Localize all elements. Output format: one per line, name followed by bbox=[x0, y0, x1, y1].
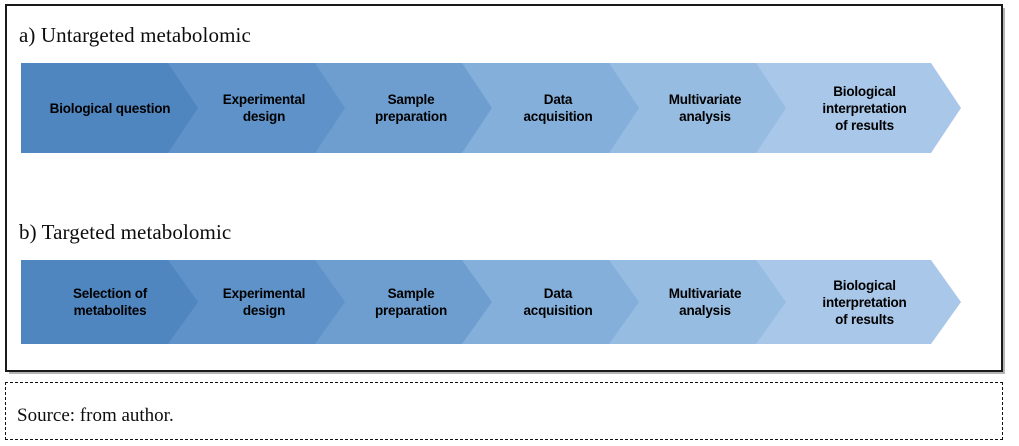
panel-a-pipeline: Biological question Experimental design … bbox=[16, 63, 961, 153]
panel-b-step-4: Data acquisition bbox=[462, 260, 642, 344]
panel-b-pipeline: Selection of metabolites Experimental de… bbox=[16, 260, 961, 344]
panel-a-step-4: Data acquisition bbox=[462, 63, 642, 153]
panel-a-step-6-label: Biological interpretation of results bbox=[822, 83, 907, 133]
figure-border-box: a) Untargeted metabolomic Biological que… bbox=[5, 4, 1003, 372]
panel-a-step-1-label: Biological question bbox=[49, 100, 171, 116]
panel-b-step-4-label: Data acquisition bbox=[523, 286, 593, 318]
panel-b-step-2-label: Experimental design bbox=[222, 286, 306, 318]
panel-a-step-3: Sample preparation bbox=[315, 63, 495, 153]
panel-a-step-6: Biological interpretation of results bbox=[756, 63, 961, 153]
panel-a-step-3-label: Sample preparation bbox=[374, 92, 448, 124]
panel-b-step-6: Biological interpretation of results bbox=[756, 260, 961, 344]
panel-b-step-2: Experimental design bbox=[168, 260, 348, 344]
panel-b-step-3-label: Sample preparation bbox=[374, 286, 448, 318]
panel-b-step-6-label: Biological interpretation of results bbox=[822, 277, 907, 327]
panel-b-step-3: Sample preparation bbox=[315, 260, 495, 344]
panel-b-step-1-label: Selection of metabolites bbox=[72, 286, 148, 318]
source-caption-box: Source: from author. bbox=[5, 382, 1003, 440]
source-caption-text: Source: from author. bbox=[17, 405, 174, 426]
panel-b-step-5-label: Multivariate analysis bbox=[668, 286, 742, 318]
panel-a-step-2: Experimental design bbox=[168, 63, 348, 153]
panel-a-step-1: Biological question bbox=[21, 63, 201, 153]
panel-b-step-1: Selection of metabolites bbox=[21, 260, 201, 344]
panel-a-title: a) Untargeted metabolomic bbox=[19, 23, 251, 47]
panel-a-step-5: Multivariate analysis bbox=[609, 63, 789, 153]
panel-b-title: b) Targeted metabolomic bbox=[19, 220, 232, 244]
panel-b-step-5: Multivariate analysis bbox=[609, 260, 789, 344]
panel-a-step-2-label: Experimental design bbox=[222, 92, 306, 124]
panel-a-step-4-label: Data acquisition bbox=[523, 92, 593, 124]
panel-a-step-5-label: Multivariate analysis bbox=[668, 92, 742, 124]
